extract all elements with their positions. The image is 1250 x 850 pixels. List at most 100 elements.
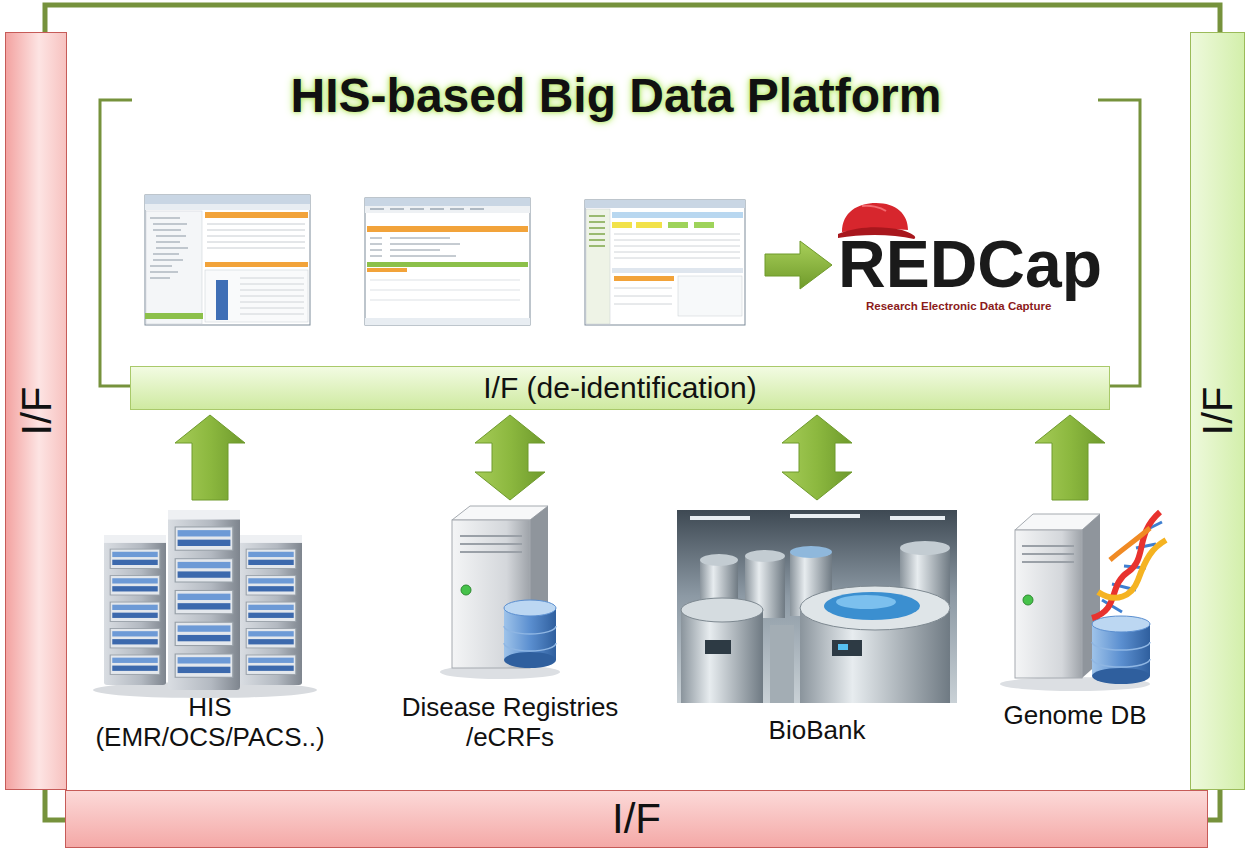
registry-server-part — [460, 536, 522, 552]
screenshot-part — [585, 200, 745, 208]
genome-db-part — [1110, 528, 1150, 560]
biobank-photo — [677, 510, 957, 703]
platform-bracket — [100, 100, 1140, 386]
genome-db — [1000, 512, 1166, 691]
screenshot-part — [586, 209, 610, 324]
biobank-photo-part — [681, 610, 763, 703]
genome-db-part — [1092, 668, 1150, 684]
screenshot-part — [205, 270, 308, 322]
source-label: BioBank — [769, 715, 866, 748]
screenshot — [585, 200, 745, 325]
interface-label: I/F — [1197, 387, 1239, 436]
screenshot-part — [370, 238, 460, 256]
biobank-photo-part — [700, 554, 738, 566]
screenshot-part — [589, 216, 605, 246]
flow-arrow-part — [765, 241, 832, 289]
data-source: BioBank — [677, 505, 957, 748]
server-group-part — [240, 535, 302, 685]
screenshot-part — [365, 198, 530, 325]
screenshot-part — [614, 276, 674, 281]
screenshot-part — [150, 218, 188, 278]
biobank-photo-part — [770, 625, 794, 703]
screenshot-part — [205, 212, 308, 218]
screenshot-part — [694, 222, 714, 228]
screenshot-part — [367, 262, 528, 267]
screenshot-part — [240, 278, 304, 314]
biobank-photo-part — [790, 546, 832, 558]
registry-server — [440, 506, 560, 679]
biobank-photo-part — [890, 516, 945, 520]
flow-arrow — [765, 241, 832, 289]
interface-bar: I/F (de-identification) — [130, 366, 1110, 410]
interface-bar: I/F — [1190, 32, 1245, 790]
biobank-photo-part — [838, 644, 848, 650]
registry-server-part — [504, 600, 556, 616]
server-group — [93, 510, 317, 698]
interface-bar: I/F — [5, 32, 67, 790]
interface-bar: I/F — [65, 790, 1208, 848]
registry-server-part — [504, 626, 556, 651]
genome-db-part — [1015, 530, 1082, 678]
screenshot-part — [207, 224, 305, 248]
screenshot-part — [145, 195, 310, 204]
genome-db-part — [1092, 616, 1150, 632]
diagram-title: HIS-based Big Data Platform — [0, 70, 1232, 123]
biobank-photo-part — [836, 595, 896, 609]
screenshot-part — [145, 195, 310, 325]
biobank-photo-part — [705, 640, 731, 654]
screenshot-part — [365, 206, 530, 213]
screenshot-part — [367, 226, 528, 232]
screenshot-part — [612, 212, 743, 218]
block-arrow — [175, 415, 245, 500]
screenshot-part — [612, 268, 743, 273]
data-source: Genome DB — [975, 505, 1175, 733]
interface-label: I/F — [612, 798, 661, 840]
source-label: Genome DB — [1003, 700, 1146, 733]
platform-bracket-part — [1098, 100, 1140, 386]
biobank-photo-part — [790, 514, 860, 518]
interface-label: I/F — [15, 387, 57, 436]
biobank-photo-part — [690, 516, 750, 520]
source-label: HIS (EMR/OCS/PACS..) — [85, 692, 335, 755]
registry-server-part — [504, 652, 556, 668]
registry-server-part — [461, 585, 471, 595]
logo-tagline: Research Electronic Data Capture — [866, 301, 1051, 313]
screenshot-part — [678, 276, 742, 316]
block-arrow — [1035, 415, 1105, 500]
data-source: HIS (EMR/OCS/PACS..) — [79, 505, 341, 755]
screenshot — [365, 198, 530, 325]
screenshot-part — [614, 234, 740, 258]
biobank-photo-part — [900, 541, 950, 555]
redcap-hat-part — [862, 206, 886, 211]
block-arrow — [782, 415, 852, 500]
biobank-photo-part — [745, 550, 785, 562]
block-arrow — [475, 415, 545, 500]
screenshot-part — [585, 200, 745, 325]
screenshot-part — [370, 208, 484, 210]
screenshot-part — [146, 211, 202, 324]
screenshot-part — [365, 318, 530, 325]
screenshot-part — [367, 268, 407, 272]
screenshot — [145, 195, 310, 325]
genome-db-part — [1023, 595, 1033, 605]
logo-text: REDCap — [838, 231, 1102, 297]
biobank-photo-part — [832, 640, 862, 656]
genome-db-part — [1092, 642, 1150, 667]
server-group-part — [104, 535, 166, 685]
screenshot-part — [365, 198, 530, 206]
source-label: Disease Registries /eCRFs — [375, 692, 645, 755]
genome-db-part — [1022, 546, 1074, 562]
outer-frame-part — [45, 5, 1220, 820]
biobank-photo-part — [800, 586, 950, 630]
platform-bracket-part — [100, 100, 132, 386]
screenshot-part — [668, 222, 688, 228]
biobank-photo-part — [681, 598, 763, 622]
screenshot-part — [216, 280, 228, 320]
biobank-photo-part — [824, 592, 920, 620]
data-source: Disease Registries /eCRFs — [369, 505, 651, 755]
screenshot-part — [205, 262, 308, 267]
genome-db-part — [1092, 512, 1160, 618]
screenshot-part — [145, 313, 203, 319]
genome-db-part — [1098, 540, 1166, 598]
interface-label: I/F (de-identification) — [483, 373, 756, 403]
